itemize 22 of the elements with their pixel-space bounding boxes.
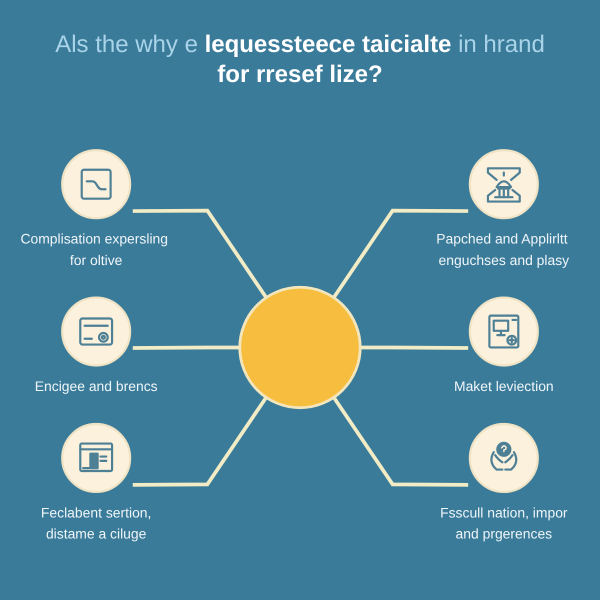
node-label: Fsscull nation, impor — [440, 505, 568, 521]
node-picture — [60, 148, 132, 220]
connector — [332, 208, 468, 299]
node-label: Feclabent sertion, — [40, 505, 152, 521]
node-picture — [468, 148, 540, 220]
node-picture — [468, 422, 540, 494]
node-label: and prgerences — [456, 526, 552, 542]
node-label: Complisation expersling for oltive — [20, 231, 168, 268]
node-picture — [60, 422, 132, 494]
connector — [132, 346, 240, 350]
node-circle — [238, 286, 362, 410]
title: Als the why e lequessteece taicialte in hrand for rresef lize? — [54, 30, 546, 90]
connector — [132, 396, 268, 487]
node-label: Papched and Applirltt enguchses and plasy — [436, 231, 570, 268]
connector — [332, 396, 468, 487]
node-label: Encigee and brencs — [34, 378, 158, 395]
node-picture — [60, 295, 132, 368]
connector — [360, 346, 468, 350]
connector — [132, 208, 268, 299]
node-label: distame a ciluge — [46, 526, 146, 542]
node-label: Maket leviection — [454, 378, 554, 395]
node-picture — [468, 295, 540, 368]
